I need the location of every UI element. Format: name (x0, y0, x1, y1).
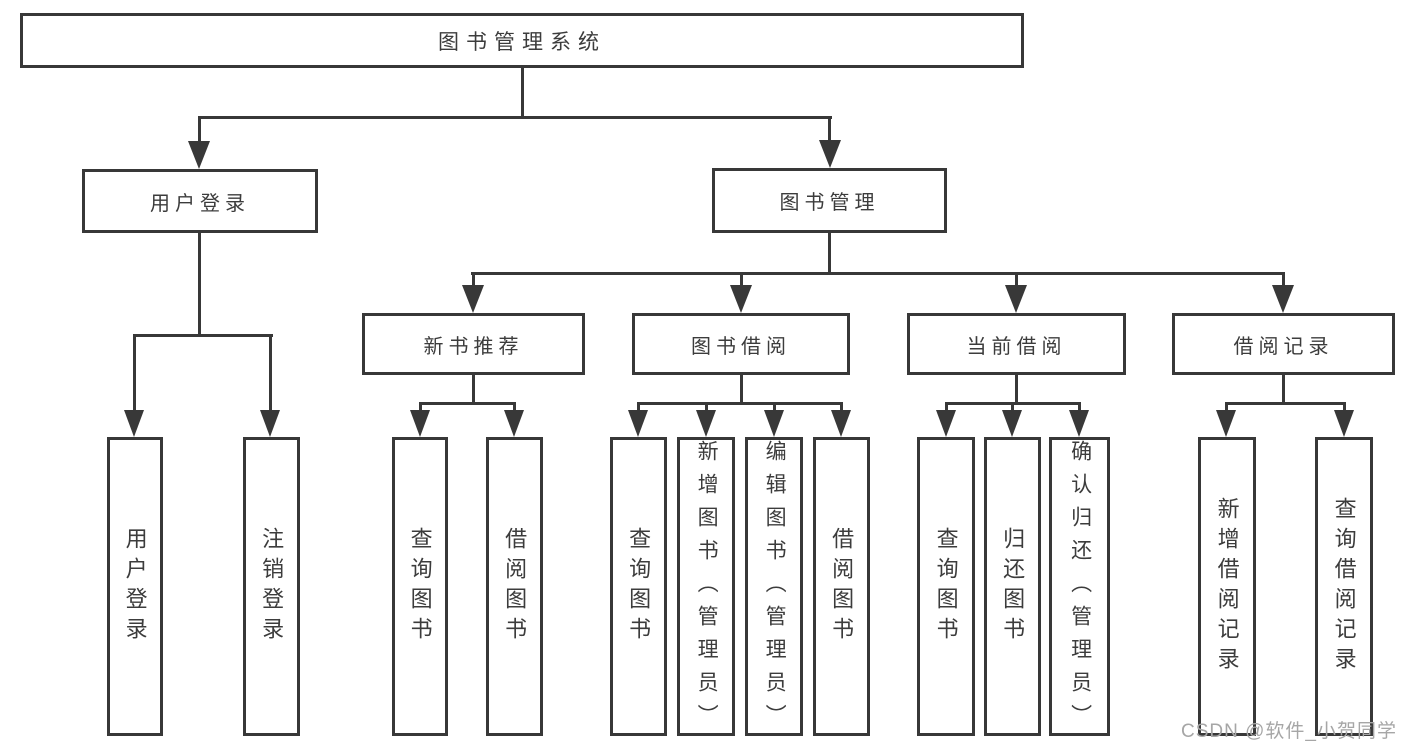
leaf-label: 查询借阅记录 (1331, 496, 1357, 677)
leaf-label: 借阅图书 (829, 526, 855, 647)
node-borrow-records: 借阅记录 (1172, 313, 1395, 375)
connector-user-login-branch (133, 334, 273, 337)
arrowhead-down (1069, 410, 1089, 437)
leaf-label: 新增图书（管理员） (695, 440, 719, 737)
leaf-br-add-record: 新增借阅记录 (1198, 437, 1256, 736)
node-book-borrowing: 图书借阅 (632, 313, 850, 375)
connector-drop (705, 402, 708, 414)
connector-drop (1078, 402, 1081, 414)
node-new-book-recommend: 新书推荐 (362, 313, 585, 375)
arrowhead-down (819, 140, 841, 168)
leaf-cb-confirm-return-admin: 确认归还（管理员） (1049, 437, 1110, 737)
leaf-label: 确认归还（管理员） (1068, 440, 1092, 737)
connector-stem (1282, 375, 1285, 404)
leaf-label: 新增借阅记录 (1214, 496, 1240, 677)
arrowhead-down (462, 285, 484, 313)
leaf-label: 归还图书 (1000, 526, 1026, 647)
node-current-borrowing: 当前借阅 (907, 313, 1126, 375)
node-user-login: 用户登录 (82, 169, 318, 233)
connector-drop (472, 272, 475, 288)
connector-drop (1015, 272, 1018, 288)
connector-drop (945, 402, 948, 414)
arrowhead-down (260, 410, 280, 437)
arrowhead-down (628, 410, 648, 437)
connector-root-stem (521, 66, 524, 118)
leaf-nb-borrow-books: 借阅图书 (486, 437, 543, 736)
connector-user-login-stem (198, 233, 201, 336)
connector-book-mgmt-drop (828, 116, 831, 143)
leaf-bb-edit-books-admin: 编辑图书（管理员） (745, 437, 803, 737)
node-book-management: 图书管理 (712, 168, 947, 233)
connector-user-login-drop (198, 116, 201, 144)
connector-drop (1282, 272, 1285, 288)
connector-level3-branch (471, 272, 1285, 275)
connector-stem (1015, 375, 1018, 404)
connector-level2-branch (198, 116, 832, 119)
arrowhead-down (504, 410, 524, 437)
connector-drop (773, 402, 776, 414)
arrowhead-down (1216, 410, 1236, 437)
connector-drop (1011, 402, 1014, 414)
csdn-watermark: CSDN @软件_小贺同学 (1181, 721, 1397, 742)
arrowhead-down (1002, 410, 1022, 437)
leaf-nb-query-books: 查询图书 (392, 437, 448, 736)
arrowhead-down (188, 141, 210, 169)
leaf-bb-add-books-admin: 新增图书（管理员） (677, 437, 735, 737)
connector-drop (840, 402, 843, 414)
leaf-logout: 注销登录 (243, 437, 300, 736)
leaf-label: 编辑图书（管理员） (763, 440, 787, 737)
arrowhead-down (936, 410, 956, 437)
connector-drop (419, 402, 422, 414)
connector-branch (637, 402, 842, 405)
leaf-label: 查询图书 (626, 526, 652, 647)
leaf-bb-query-books: 查询图书 (610, 437, 667, 736)
arrowhead-down (764, 410, 784, 437)
leaf-label: 注销登录 (259, 526, 285, 647)
leaf-cb-return-books: 归还图书 (984, 437, 1041, 736)
connector-drop (1343, 402, 1346, 414)
leaf-br-query-record: 查询借阅记录 (1315, 437, 1373, 736)
connector-branch (1225, 402, 1345, 405)
arrowhead-down (696, 410, 716, 437)
arrowhead-down (1334, 410, 1354, 437)
connector-drop (513, 402, 516, 414)
connector-drop (637, 402, 640, 414)
arrowhead-down (124, 410, 144, 437)
leaf-user-login: 用户登录 (107, 437, 163, 736)
arrowhead-down (410, 410, 430, 437)
node-book-management-system: 图书管理系统 (20, 13, 1024, 68)
leaf-bb-borrow-books: 借阅图书 (813, 437, 870, 736)
leaf-label: 用户登录 (122, 526, 148, 647)
connector-branch (419, 402, 516, 405)
connector-book-mgmt-stem (828, 233, 831, 274)
leaf-label: 查询图书 (407, 526, 433, 647)
connector-stem (740, 375, 743, 404)
leaf-cb-query-books: 查询图书 (917, 437, 975, 736)
connector-drop (1225, 402, 1228, 414)
connector-drop (269, 334, 272, 413)
arrowhead-down (1005, 285, 1027, 313)
arrowhead-down (831, 410, 851, 437)
connector-drop (133, 334, 136, 413)
leaf-label: 借阅图书 (502, 526, 528, 647)
connector-drop (740, 272, 743, 288)
arrowhead-down (730, 285, 752, 313)
arrowhead-down (1272, 285, 1294, 313)
leaf-label: 查询图书 (933, 526, 959, 647)
connector-stem (472, 375, 475, 404)
